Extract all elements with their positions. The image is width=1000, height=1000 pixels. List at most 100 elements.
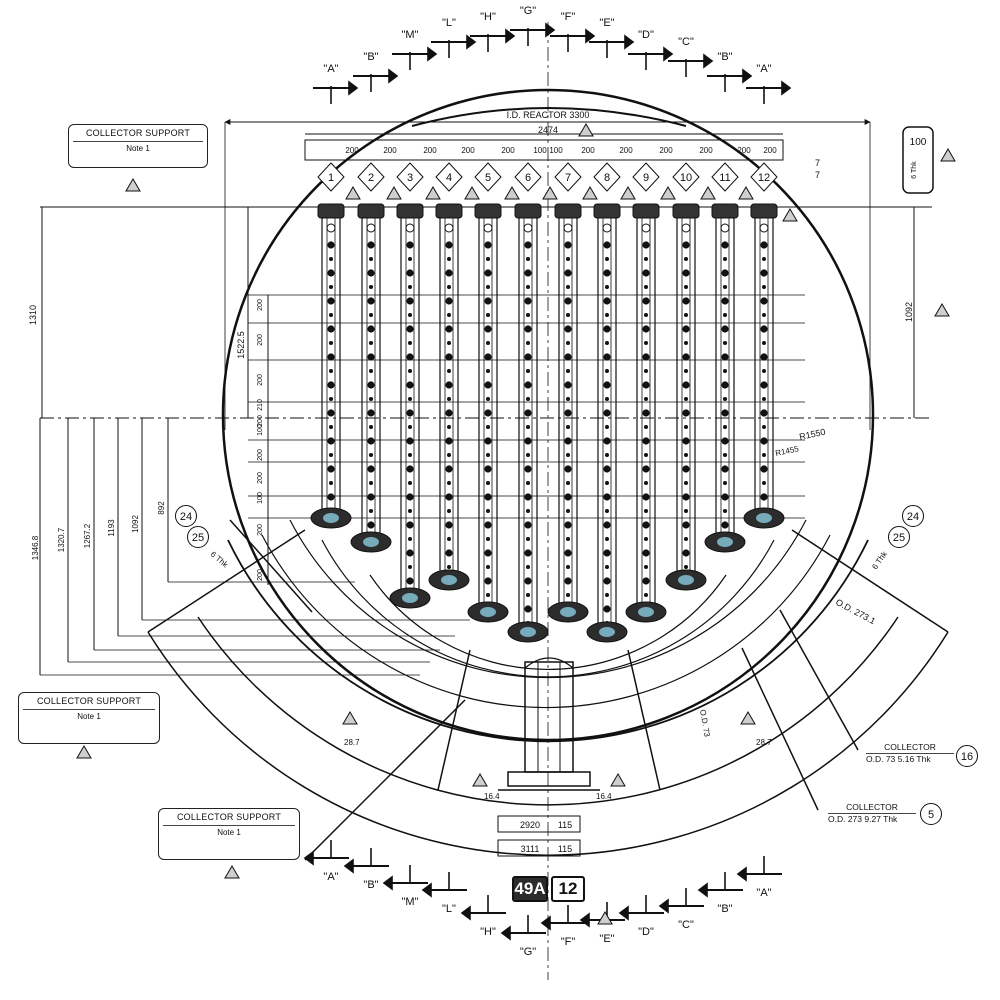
radius-outer: R1550 [798,427,826,442]
tube-node [642,409,650,417]
tube-node [369,285,373,289]
tube-9 [625,203,667,623]
revision-triangle [738,186,754,200]
revision-triangle [700,186,716,200]
tube-node [605,425,609,429]
tube-node [524,605,532,613]
tube-node [367,241,375,249]
tube-node [484,493,492,501]
tube-node [408,565,412,569]
tube-node [642,353,650,361]
tube-number-12: 12 [750,162,778,192]
tube-7 [547,203,589,623]
angle-right: 28.7 [756,738,772,747]
collector-support-note-mid: COLLECTOR SUPPORT Note 1 [18,692,160,744]
tube-node [486,369,490,373]
tube-node [564,437,572,445]
tube-node [406,577,414,585]
tube-node [603,605,611,613]
tube-node [644,369,648,373]
section-label-bottom: "H" [480,926,496,938]
tube-number-text: 9 [643,172,649,184]
tube-node [445,269,453,277]
tube-node [367,409,375,417]
tube-node [684,313,688,317]
tube-node [642,493,650,501]
tube-node [682,325,690,333]
section-label-bottom: "B" [363,879,378,891]
tube-node [762,481,766,485]
revision-triangle [940,148,956,162]
tube-node [447,453,451,457]
tube-node [486,537,490,541]
section-label-top: "D" [638,29,654,41]
section-label-top: "B" [717,51,732,63]
tube-node [408,341,412,345]
tube-node [564,465,572,473]
tube-node [408,285,412,289]
tube-node [484,353,492,361]
section-label-top: "L" [442,17,456,29]
bubble-24-right: 24 [902,505,924,527]
revision-triangle [125,178,141,192]
tube-node [406,269,414,277]
revision-triangle [386,186,402,200]
tube-number-6: 6 [514,162,542,192]
tube-10 [665,203,707,591]
tube-node [721,241,729,249]
tube-node [406,381,414,389]
tube-node [566,537,570,541]
tube-node [603,437,611,445]
bubble-25-right: 25 [888,526,910,548]
tube-node [526,565,530,569]
tube-node [369,341,373,345]
tube-node [406,297,414,305]
tube-node [526,257,530,261]
revision-triangle [660,186,676,200]
tube-node [721,297,729,305]
tube-node [723,425,727,429]
left-lower-dim: 1320.7 [57,527,66,552]
tube-node [644,565,648,569]
tube-node [526,425,530,429]
ring-thk-right: 6 Thk [870,549,889,571]
tube-node [566,425,570,429]
tube-node [484,325,492,333]
pitch-dim: 200 [461,146,475,155]
tube-node [486,313,490,317]
tube-node [723,453,727,457]
bottom-dim-1: 2920 [520,820,540,830]
tube-node [642,437,650,445]
tube-node [603,465,611,473]
tube-node [329,369,333,373]
tube-node [723,397,727,401]
section-label-top: "B" [363,51,378,63]
bubble-25-left: 25 [187,526,209,548]
row-pitch-dim: 200 [257,569,264,581]
section-label-top: "F" [561,11,576,23]
tube-node [682,381,690,389]
collector-16-callout: COLLECTOR O.D. 73 5.16 Thk [866,742,954,764]
tube-node [723,313,727,317]
section-label-bottom: "G" [520,946,536,958]
tube-node [526,537,530,541]
tube-node [605,593,609,597]
revision-triangle [582,186,598,200]
revision-triangle [620,186,636,200]
tube-node [564,381,572,389]
tube-node [564,493,572,501]
tube-node [526,509,530,513]
tube-node [524,577,532,585]
tube-node [642,241,650,249]
tube-node [526,453,530,457]
tube-node [682,269,690,277]
tube-number-text: 8 [604,172,610,184]
note-title: COLLECTOR SUPPORT [73,128,203,142]
tube-number-text: 4 [446,172,452,184]
tube-node [684,425,688,429]
tube-node [526,481,530,485]
tube-node [406,521,414,529]
tube-node [603,521,611,529]
tube-node [447,397,451,401]
tube-number-10: 10 [672,162,700,192]
